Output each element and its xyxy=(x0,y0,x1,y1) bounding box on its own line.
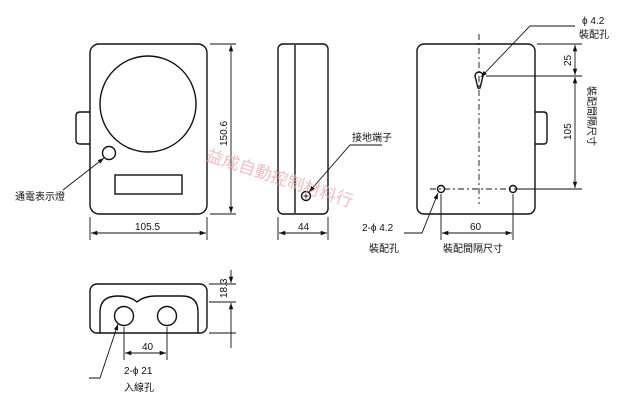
hole-offset-value: 25 xyxy=(563,54,574,66)
rear-body xyxy=(416,43,536,215)
indicator-lamp xyxy=(101,145,117,161)
bottom-view: 18.3 40 2-ϕ 21 入線孔 xyxy=(89,270,236,394)
front-view: 通電表示燈 105.5 150.6 xyxy=(15,43,236,240)
ground-leader xyxy=(308,144,382,193)
bottom-hole-label: 裝配孔 xyxy=(369,242,399,255)
rear-right-tab xyxy=(535,111,548,145)
hole-pitch-h-value: 60 xyxy=(470,222,482,233)
watermark: 益成自動控制材料行 xyxy=(203,146,355,212)
rear-mount-hole-right xyxy=(508,184,518,194)
inlet-pitch-value: 40 xyxy=(142,342,154,353)
inlet-leader xyxy=(89,323,119,379)
ground-terminal-label: 接地端子 xyxy=(352,131,392,144)
lamp-leader xyxy=(62,157,105,191)
wire-inlet-left xyxy=(113,305,135,327)
front-width-value: 105.5 xyxy=(135,222,160,233)
wire-inlet-label: 入線孔 xyxy=(124,381,154,394)
hole-pitch-h-label: 裝配間隔尺寸 xyxy=(443,242,503,255)
rear-view: ϕ 4.2 裝配孔 25 105 裝配間隔尺寸 60 裝配間隔尺寸 2-ϕ 4.… xyxy=(362,16,609,255)
side-body xyxy=(277,43,329,215)
bottom-boss xyxy=(99,295,199,333)
top-hole-leader xyxy=(480,25,575,78)
front-height-value: 150.6 xyxy=(219,121,230,146)
indicator-lamp-label: 通電表示燈 xyxy=(15,190,65,203)
front-body xyxy=(89,43,208,215)
bottom-body xyxy=(89,283,208,334)
bottom-hole-dia: 2-ϕ 4.2 xyxy=(362,223,394,234)
top-hole-dia: ϕ 4.2 xyxy=(582,16,605,27)
rear-mount-hole-left xyxy=(436,184,446,194)
side-depth-value: 44 xyxy=(298,222,310,233)
hole-pitch-v-value: 105 xyxy=(563,123,574,140)
wire-inlet-right xyxy=(156,305,178,327)
bottom-height-value: 18.3 xyxy=(219,278,230,298)
hole-pitch-v-label: 裝配間隔尺寸 xyxy=(585,86,598,146)
front-dial xyxy=(99,55,197,153)
front-left-tab xyxy=(75,111,90,145)
bottom-hole-leader xyxy=(404,192,439,234)
top-hole-label: 裝配孔 xyxy=(579,28,609,41)
front-window xyxy=(114,174,183,195)
ground-terminal xyxy=(300,190,312,202)
side-view: 接地端子 44 xyxy=(277,43,392,240)
inlet-dia: 2-ϕ 21 xyxy=(124,366,153,377)
